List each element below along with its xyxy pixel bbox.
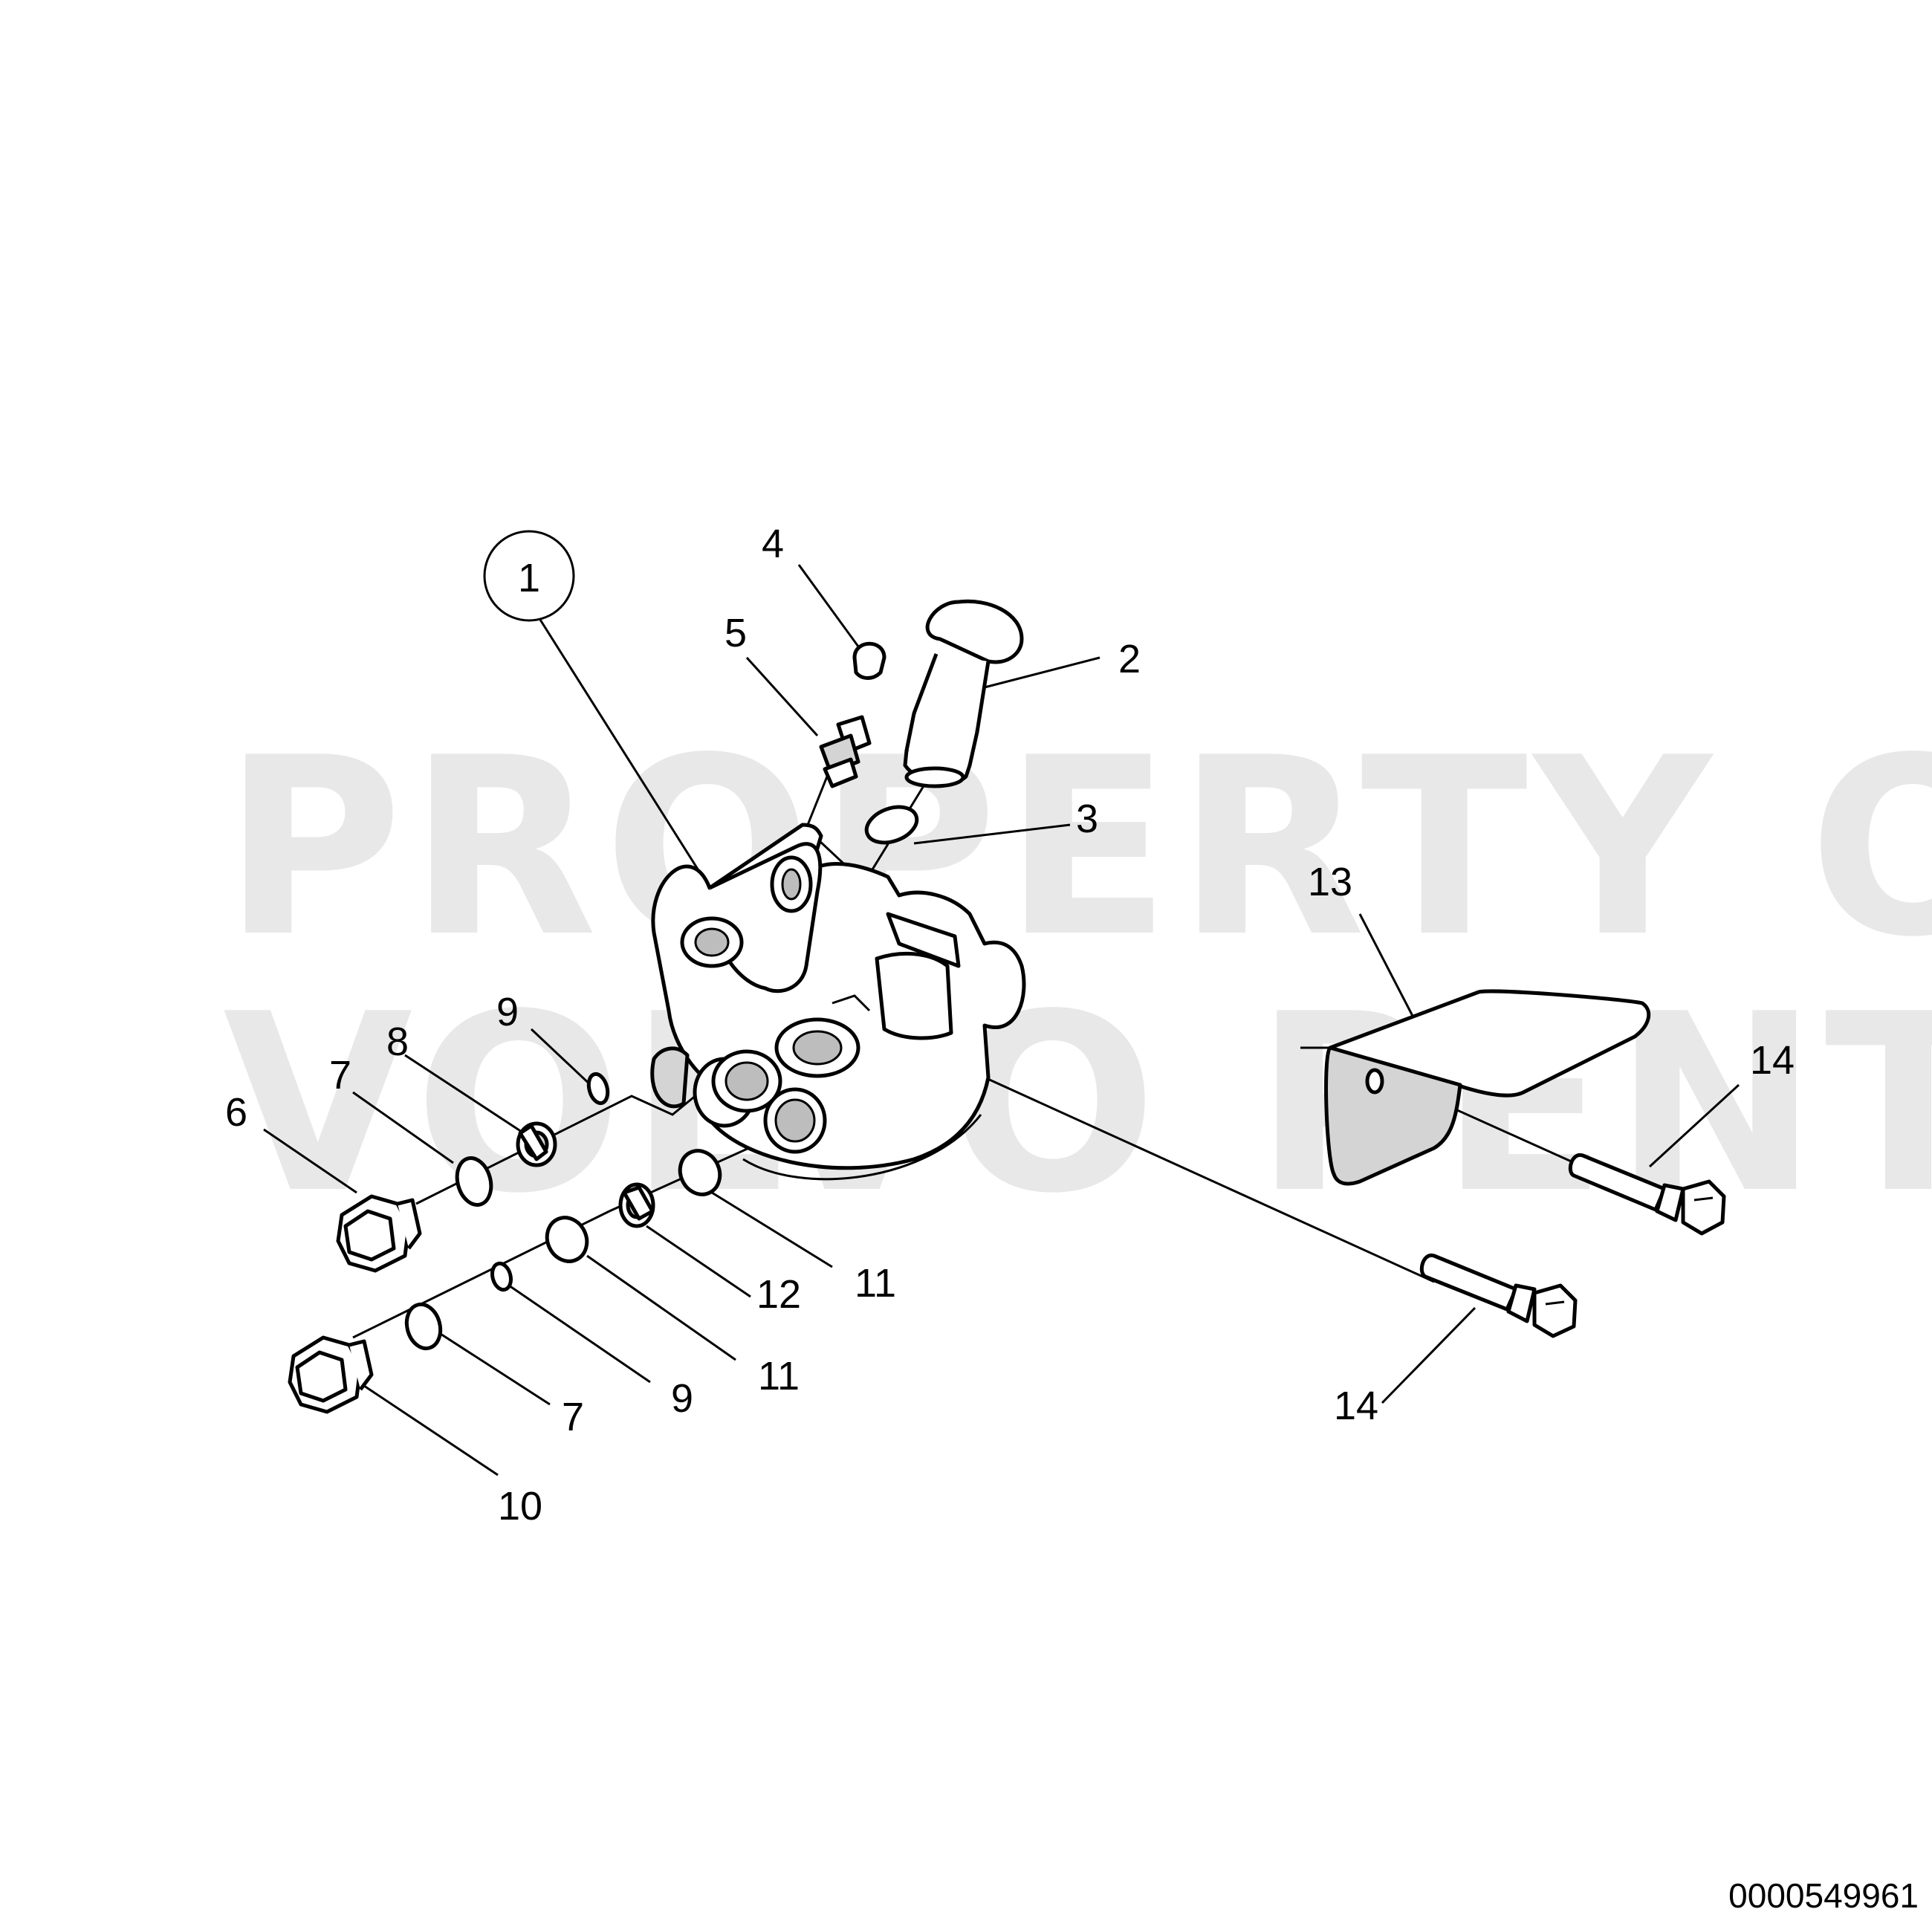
- seal-9-upper: [586, 1072, 610, 1106]
- valve-8: [516, 1121, 557, 1167]
- callout-3: 3: [1076, 797, 1098, 841]
- callout-10: 10: [498, 1484, 542, 1529]
- callout-6: 6: [225, 1090, 247, 1135]
- callout-2: 2: [1118, 637, 1141, 681]
- callout-4: 4: [762, 522, 784, 566]
- callout-9-lower: 9: [671, 1376, 693, 1421]
- drawing-number: 0000549961: [1728, 1876, 1919, 1915]
- screw-14-upper: [1568, 1153, 1726, 1236]
- heat-shield-plate: [1324, 989, 1651, 1186]
- callout-7-lower: 7: [562, 1395, 584, 1439]
- callout-14-lower: 14: [1334, 1384, 1378, 1428]
- callout-13: 13: [1308, 860, 1352, 904]
- washer-7-upper: [455, 1156, 493, 1207]
- plug-6: [336, 1194, 422, 1273]
- o-ring-3: [864, 805, 919, 845]
- callout-7-upper: 7: [329, 1053, 351, 1098]
- callout-5: 5: [724, 611, 747, 655]
- cap-11-upper: [678, 1149, 722, 1196]
- callout-12: 12: [756, 1272, 801, 1317]
- callout-1: 1: [518, 556, 540, 600]
- plug-10: [288, 1335, 374, 1414]
- seal-9-lower: [490, 1261, 513, 1292]
- callout-11-lower: 11: [758, 1354, 800, 1398]
- callout-8: 8: [386, 1020, 409, 1064]
- callout-labels: 1 2 3 4 5 6 7 7 8 9 9 10 11 11 12 13 14 …: [225, 522, 1795, 1529]
- washer-7-lower: [404, 1302, 443, 1351]
- hand-primer-pump: [903, 599, 1024, 788]
- callout-11-upper: 11: [855, 1261, 896, 1306]
- watermark-line-1: PROPERTY OF: [223, 705, 1932, 991]
- filter-bracket-housing: [650, 823, 1026, 1181]
- check-valve-12: [618, 1182, 655, 1228]
- cap-11-lower: [545, 1216, 589, 1263]
- bleed-nipple-5: [819, 715, 872, 788]
- cap-4: [852, 641, 886, 680]
- callout-1-circle: [483, 530, 575, 622]
- callout-9-upper: 9: [496, 990, 519, 1034]
- screw-14-lower: [1419, 1254, 1578, 1338]
- callout-14-upper: 14: [1750, 1038, 1795, 1083]
